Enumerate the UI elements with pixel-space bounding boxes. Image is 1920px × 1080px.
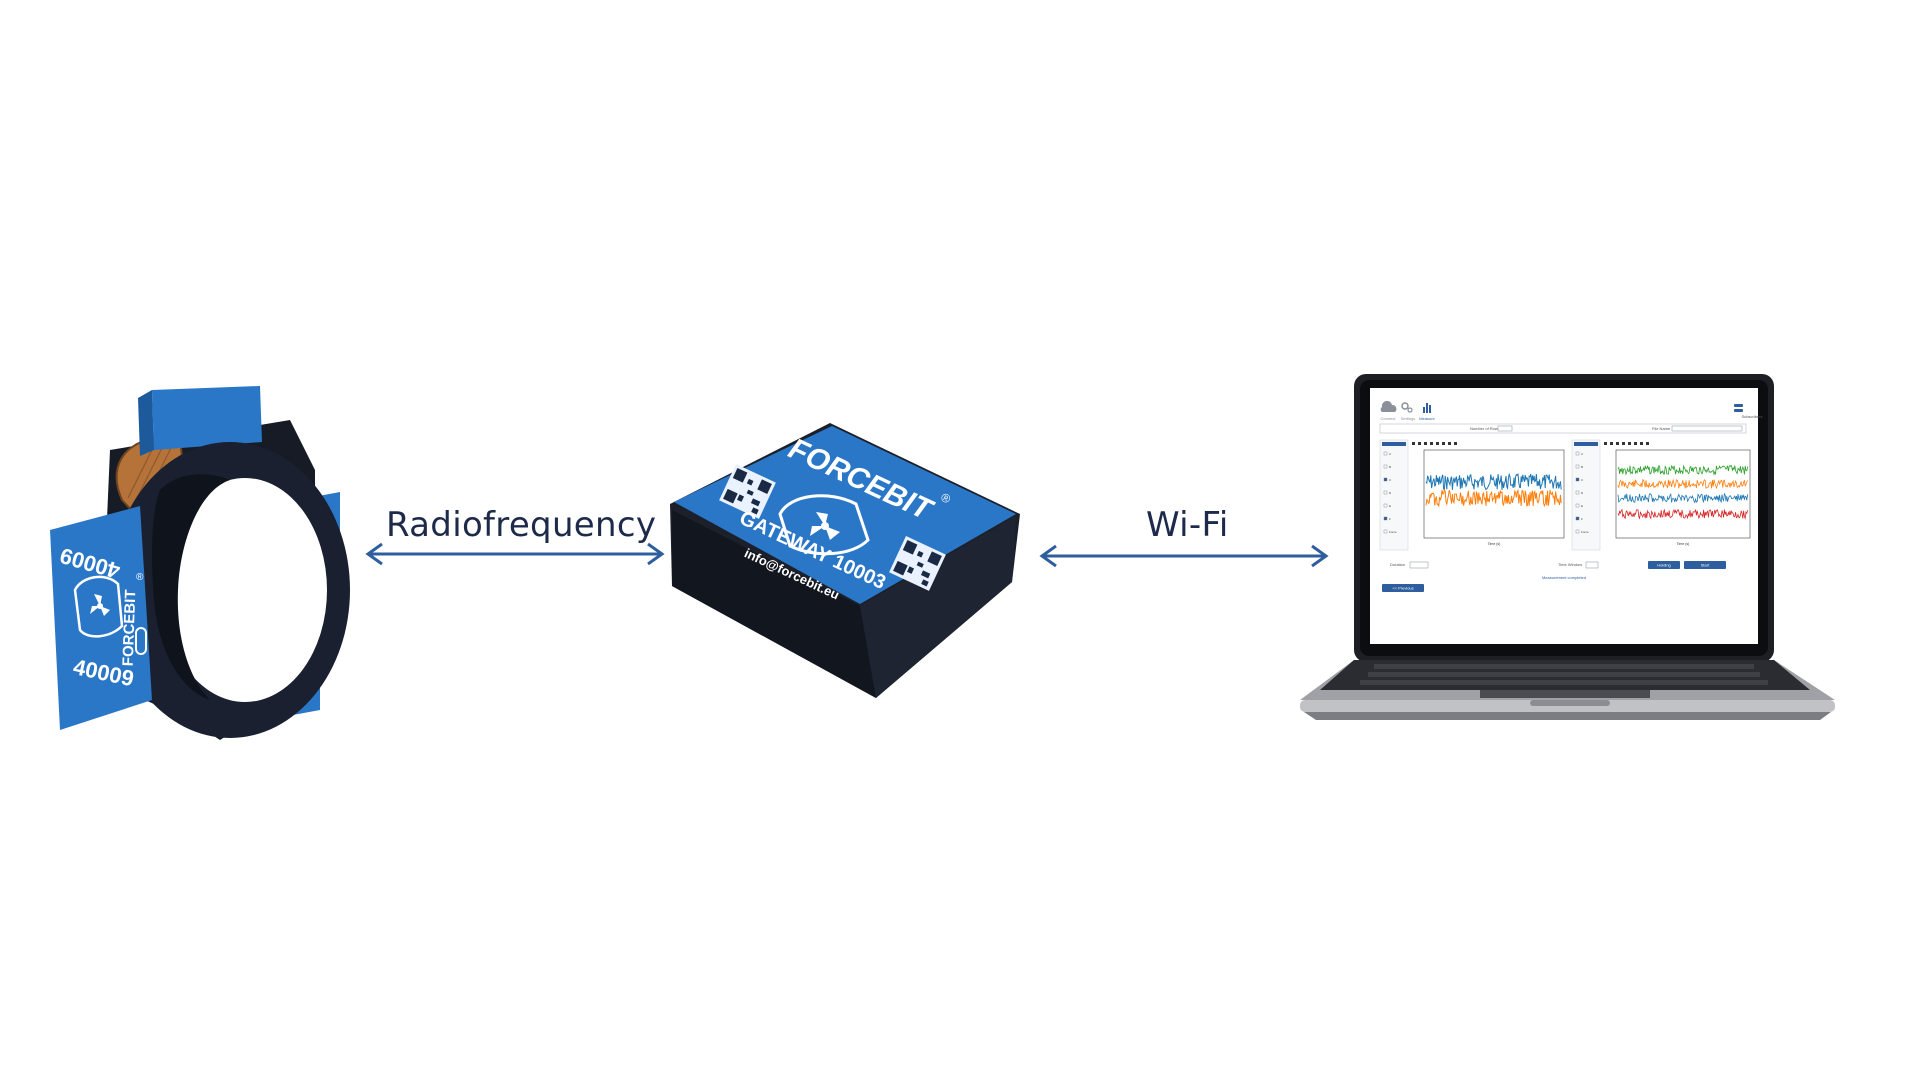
right-channel-label-1: B: [1581, 465, 1583, 469]
right-channel-label-5: F: [1581, 517, 1583, 521]
touchpad: [1480, 690, 1650, 698]
wifi-arrow: [1034, 538, 1334, 574]
duration-label: Duration: [1390, 562, 1405, 567]
right-chart-frame: [1616, 450, 1750, 538]
filename-input[interactable]: [1672, 426, 1742, 431]
left-channel-label-0: A: [1389, 452, 1391, 456]
left-checkbox-1[interactable]: [1384, 465, 1387, 468]
holding-button-label: Holding: [1657, 563, 1671, 568]
time-window-label: Time Window: [1558, 562, 1582, 567]
radiofrequency-arrow: [360, 536, 670, 572]
left-channel-label-4: E: [1389, 504, 1391, 508]
right-channel-label-0: A: [1581, 452, 1583, 456]
duration-input[interactable]: [1410, 562, 1428, 568]
previous-button-label: << Previous: [1392, 586, 1413, 591]
left-channel-label-5: F: [1389, 517, 1391, 521]
left-select-all-button[interactable]: [1382, 442, 1406, 446]
rows-input[interactable]: [1498, 426, 1512, 431]
subscribers-label: Subscribers: [1741, 414, 1762, 419]
time-window-input[interactable]: [1586, 562, 1598, 568]
right-checkbox-6[interactable]: [1576, 530, 1579, 533]
left-checkbox-6[interactable]: [1384, 530, 1387, 533]
left-channel-label-6: Force: [1389, 530, 1397, 534]
gateway-device: FORCEBIT ® GATEWAY 10003 info@forcebit.e…: [660, 418, 1032, 708]
left-checkbox-4[interactable]: [1384, 504, 1387, 507]
app-nav: Connect Settings Measure: [1381, 401, 1436, 421]
right-checkbox-4[interactable]: [1576, 504, 1579, 507]
right-channel-label-6: Force: [1581, 530, 1589, 534]
previous-button[interactable]: << Previous: [1382, 584, 1424, 592]
sensor-brand: FORCEBIT: [120, 589, 140, 666]
right-checkbox-2[interactable]: [1576, 478, 1579, 481]
right-select-all-button[interactable]: [1574, 442, 1598, 446]
nav-settings-label: Settings: [1401, 416, 1415, 421]
filename-label: File Name: [1652, 426, 1671, 431]
left-checkbox-0[interactable]: [1384, 452, 1387, 455]
left-checkbox-5[interactable]: [1384, 517, 1387, 520]
left-checkbox-2[interactable]: [1384, 478, 1387, 481]
laptop: Connect Settings Measure Subscribers Num…: [1290, 370, 1850, 730]
status-text: Measurement completed: [1542, 575, 1586, 580]
left-checkbox-3[interactable]: [1384, 491, 1387, 494]
nav-connect-label: Connect: [1381, 416, 1397, 421]
left-channel-label-1: B: [1389, 465, 1391, 469]
sensor-reg-mark: ®: [136, 572, 144, 583]
left-chart-xlabel: Time (s): [1488, 542, 1501, 546]
right-checkbox-3[interactable]: [1576, 491, 1579, 494]
subscribers-icon: [1734, 404, 1743, 407]
right-checkbox-5[interactable]: [1576, 517, 1579, 520]
nav-measure-label: Measure: [1419, 416, 1435, 421]
right-chart-xlabel: Time (s): [1677, 542, 1690, 546]
keyboard: [1360, 664, 1768, 685]
right-channel-label-4: E: [1581, 504, 1583, 508]
start-button-label: Start: [1701, 563, 1710, 568]
holding-button[interactable]: Holding: [1648, 561, 1680, 569]
right-checkbox-0[interactable]: [1576, 452, 1579, 455]
sensor-device: 40009 FORCEBIT ® 40009: [40, 380, 350, 750]
start-button[interactable]: Start: [1684, 561, 1726, 569]
rows-label: Number of Rows: [1470, 426, 1500, 431]
right-checkbox-1[interactable]: [1576, 465, 1579, 468]
